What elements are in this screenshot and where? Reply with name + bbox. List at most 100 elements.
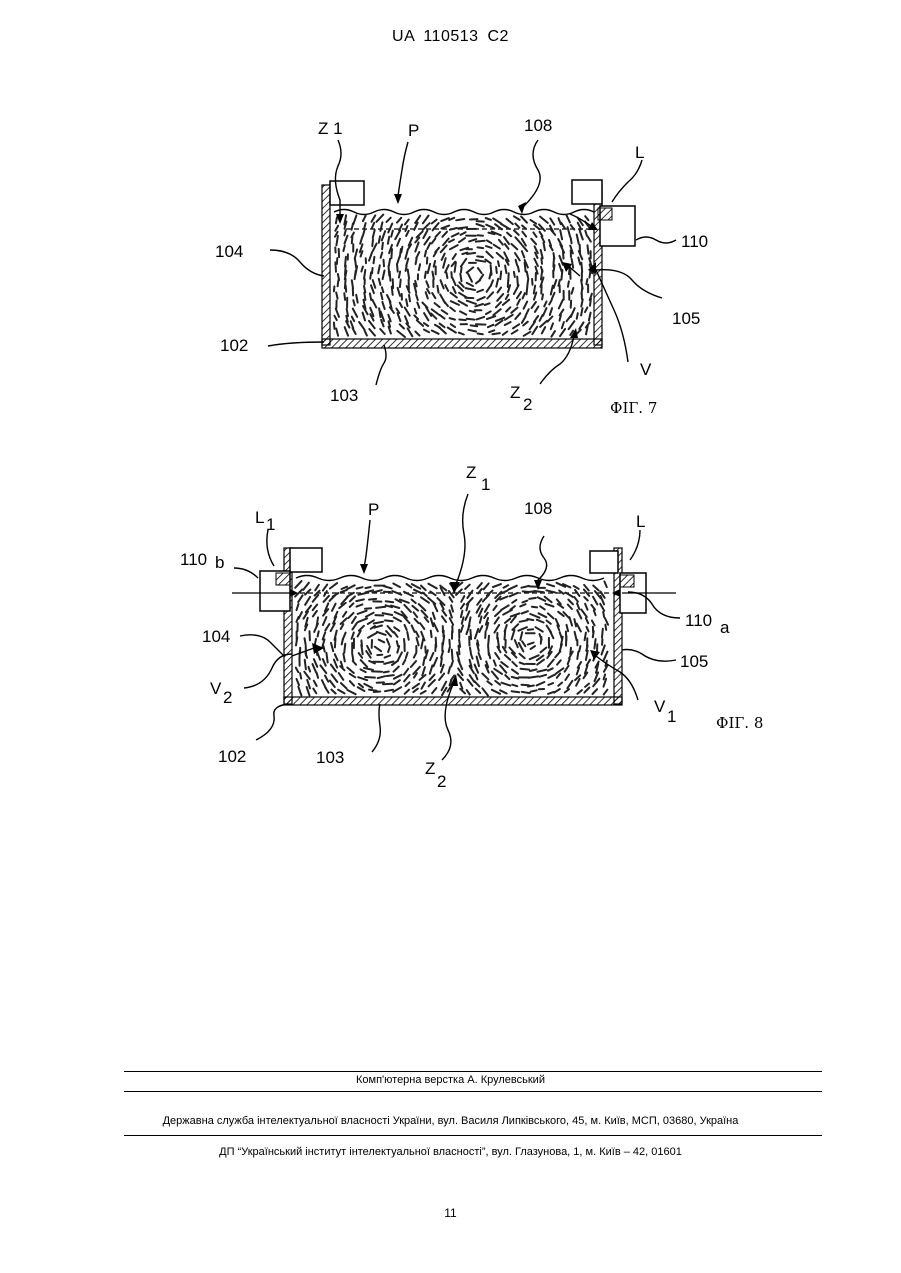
swirl-stroke <box>309 667 311 672</box>
swirl-stroke <box>520 620 528 622</box>
swirl-stroke <box>512 685 517 687</box>
swirl-stroke <box>558 683 562 686</box>
swirl-stroke <box>531 690 537 691</box>
page-number: 11 <box>0 1206 901 1220</box>
swirl-stroke <box>419 604 426 611</box>
swirl-stroke <box>365 608 371 609</box>
swirl-stroke <box>434 623 438 631</box>
swirl-stroke <box>431 618 433 626</box>
swirl-stroke <box>421 586 426 591</box>
swirl-stroke <box>405 690 409 694</box>
swirl-stroke <box>512 662 517 666</box>
swirl-stroke <box>394 627 399 631</box>
swirl-stroke <box>352 623 357 630</box>
swirl-stroke <box>461 626 463 632</box>
swirl-stroke <box>585 604 587 610</box>
swirl-stroke <box>459 646 460 655</box>
swirl-stroke <box>604 690 608 695</box>
swirl-stroke <box>451 605 453 611</box>
swirl-stroke <box>538 597 546 601</box>
swirl-stroke <box>364 684 372 688</box>
swirl-stroke <box>604 652 608 661</box>
swirl-stroke <box>522 692 530 693</box>
swirl-stroke <box>547 621 551 624</box>
swirl-stroke <box>528 629 533 630</box>
swirl-stroke <box>494 625 499 633</box>
swirl-stroke <box>359 684 363 687</box>
swirl-stroke <box>505 655 510 660</box>
swirl-stroke <box>394 680 400 684</box>
swirl-stroke <box>574 619 576 626</box>
swirl-stroke <box>324 591 327 596</box>
swirl-stroke <box>540 675 547 677</box>
swirl-stroke <box>565 666 569 672</box>
swirl-stroke <box>405 625 407 630</box>
swirl-stroke <box>565 675 569 681</box>
swirl-stroke <box>364 668 373 670</box>
swirl-stroke <box>356 599 364 601</box>
swirl-stroke <box>298 687 301 696</box>
swirl-stroke <box>467 690 470 695</box>
swirl-stroke <box>567 625 569 631</box>
swirl-stroke <box>575 632 577 641</box>
swirl-stroke <box>407 584 412 587</box>
swirl-stroke <box>536 627 543 631</box>
swirl-stroke <box>404 675 410 682</box>
swirl-stroke <box>323 585 327 591</box>
swirl-stroke <box>548 683 553 685</box>
swirl-stroke <box>534 591 543 592</box>
label-l: L <box>636 512 645 531</box>
swirl-stroke <box>548 660 554 667</box>
swirl-stroke <box>352 617 356 623</box>
label-105: 105 <box>680 652 708 671</box>
swirl-stroke <box>330 681 335 687</box>
swirl-stroke <box>546 604 554 607</box>
swirl-stroke <box>326 653 327 663</box>
swirl-stroke <box>348 613 353 618</box>
swirl-stroke <box>605 625 606 630</box>
swirl-stroke <box>448 667 450 673</box>
swirl-stroke <box>325 624 329 630</box>
swirl-stroke <box>476 674 478 679</box>
swirl-stroke <box>484 613 488 618</box>
swirl-stroke <box>331 665 336 672</box>
swirl-stroke <box>416 632 419 637</box>
swirl-stroke <box>468 680 473 686</box>
swirl-stroke <box>422 667 425 675</box>
swirl-stroke <box>594 610 596 615</box>
swirl-stroke <box>495 681 500 685</box>
swirl-stroke <box>357 604 363 606</box>
swirl-stroke <box>487 681 492 684</box>
swirl-stroke <box>305 597 310 605</box>
swirl-stroke <box>518 627 527 631</box>
swirl-stroke <box>386 601 394 602</box>
swirl-stroke <box>387 639 389 645</box>
swirl-stroke <box>350 681 354 686</box>
swirl-stroke <box>432 688 436 693</box>
swirl-stroke <box>461 611 463 617</box>
swirl-stroke <box>350 674 356 678</box>
swirl-stroke <box>450 610 452 617</box>
swirl-stroke <box>343 654 344 662</box>
swirl-stroke <box>378 676 385 678</box>
swirl-stroke <box>394 667 399 672</box>
swirl-stroke <box>369 690 377 691</box>
swirl-stroke <box>377 632 386 635</box>
swirl-stroke <box>449 597 452 602</box>
swirl-stroke <box>442 610 446 615</box>
swirl-stroke <box>442 616 446 622</box>
swirl-stroke <box>350 596 355 601</box>
swirl-stroke <box>420 623 424 629</box>
swirl-stroke <box>497 647 500 653</box>
swirl-stroke <box>587 627 589 632</box>
label-z1: Z <box>466 463 476 482</box>
footer-agency: Державна служба інтелектуальної власност… <box>0 1115 901 1127</box>
swirl-stroke <box>388 647 390 653</box>
swirl-stroke <box>369 599 376 600</box>
swirl-stroke <box>412 606 418 611</box>
swirl-stroke <box>386 631 391 636</box>
swirl-stroke <box>527 619 533 620</box>
swirl-stroke <box>332 604 336 611</box>
swirl-stroke <box>412 625 415 632</box>
swirl-stroke <box>296 637 297 645</box>
